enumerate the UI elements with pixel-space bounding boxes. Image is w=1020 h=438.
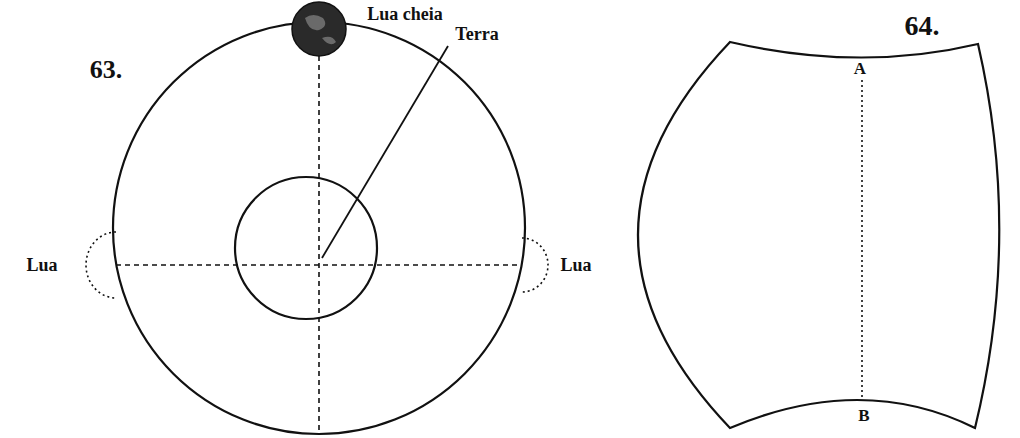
earth-label: Terra	[455, 25, 498, 43]
axis-ab	[861, 80, 863, 398]
point-label: B	[858, 407, 869, 424]
figure-number: 63.	[90, 57, 123, 83]
moon-left	[86, 232, 116, 298]
earth-circle	[235, 177, 377, 319]
moon-orbit	[113, 22, 525, 434]
vertical-axis	[318, 56, 320, 434]
moon-right	[522, 238, 548, 292]
moon-label: Lua cheia	[367, 5, 443, 23]
figure-number: 64.	[905, 12, 940, 40]
point-label: A	[854, 60, 866, 77]
moon-label: Lua	[26, 256, 57, 274]
leader-line	[322, 46, 448, 258]
moon-shading	[305, 15, 336, 44]
moon-label: Lua	[560, 256, 591, 274]
deformed-earth	[638, 42, 999, 428]
full-moon	[292, 2, 346, 56]
